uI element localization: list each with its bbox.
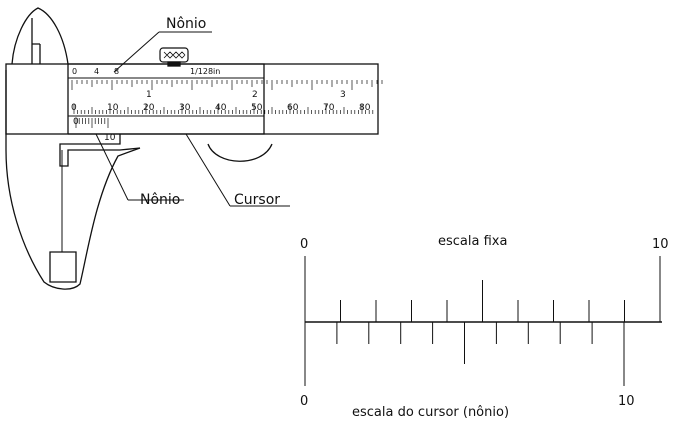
mm-scale-labels: 0 10 20 30 40 50 60 70 80 <box>71 103 371 113</box>
fixed-scale-end: 10 <box>652 237 669 252</box>
inch-major-2: 2 <box>252 90 258 100</box>
fixed-scale-start: 0 <box>300 237 308 252</box>
slider-cursor <box>68 63 265 135</box>
callout-leaders <box>95 31 290 207</box>
inch-scale-ticks <box>71 80 383 90</box>
vernier-label-10: 10 <box>104 133 116 143</box>
mm-scale-ticks <box>73 104 374 114</box>
lower-jaw-inner-rect <box>49 251 77 283</box>
mm-label: 30 <box>179 103 191 113</box>
upper-jaw-outline <box>11 7 69 65</box>
mm-label: 10 <box>107 103 119 113</box>
callout-nonio-top: Nônio <box>166 16 206 32</box>
scale-diagram: 0 10 escala fixa 0 10 escala do cursor (… <box>300 234 669 420</box>
vernier-scale-end: 10 <box>618 394 635 409</box>
mm-label: 50 <box>251 103 263 113</box>
caliper-drawing <box>5 7 379 290</box>
inch-label-0: 0 <box>72 67 77 76</box>
callout-nonio-bottom: Nônio <box>140 192 180 208</box>
vernier-scale-ticks <box>75 118 109 128</box>
depth-grip <box>207 143 273 162</box>
inch-major-3: 3 <box>340 90 346 100</box>
callout-cursor: Cursor <box>234 192 280 208</box>
vernier-scale-start: 0 <box>300 394 308 409</box>
mm-label: 0 <box>71 103 77 113</box>
fixed-scale-ticks <box>340 280 625 322</box>
mm-label: 70 <box>323 103 335 113</box>
inch-fraction-label: 1/128in <box>190 67 220 76</box>
vernier-scale-label: escala do cursor (nônio) <box>352 405 509 420</box>
mm-label: 80 <box>359 103 371 113</box>
mm-label: 40 <box>215 103 227 113</box>
vernier-scale-ticks <box>336 322 625 386</box>
vernier-label-0: 0 <box>73 117 79 127</box>
lower-jaw-outline <box>5 70 141 290</box>
inch-label-8: 8 <box>114 67 119 76</box>
fixed-scale-label: escala fixa <box>438 234 507 249</box>
mm-label: 20 <box>143 103 155 113</box>
thumb-screw <box>159 47 189 63</box>
inch-label-4: 4 <box>94 67 99 76</box>
upper-jaw-inner <box>31 18 41 64</box>
mm-label: 60 <box>287 103 299 113</box>
inch-major-1: 1 <box>146 90 152 100</box>
